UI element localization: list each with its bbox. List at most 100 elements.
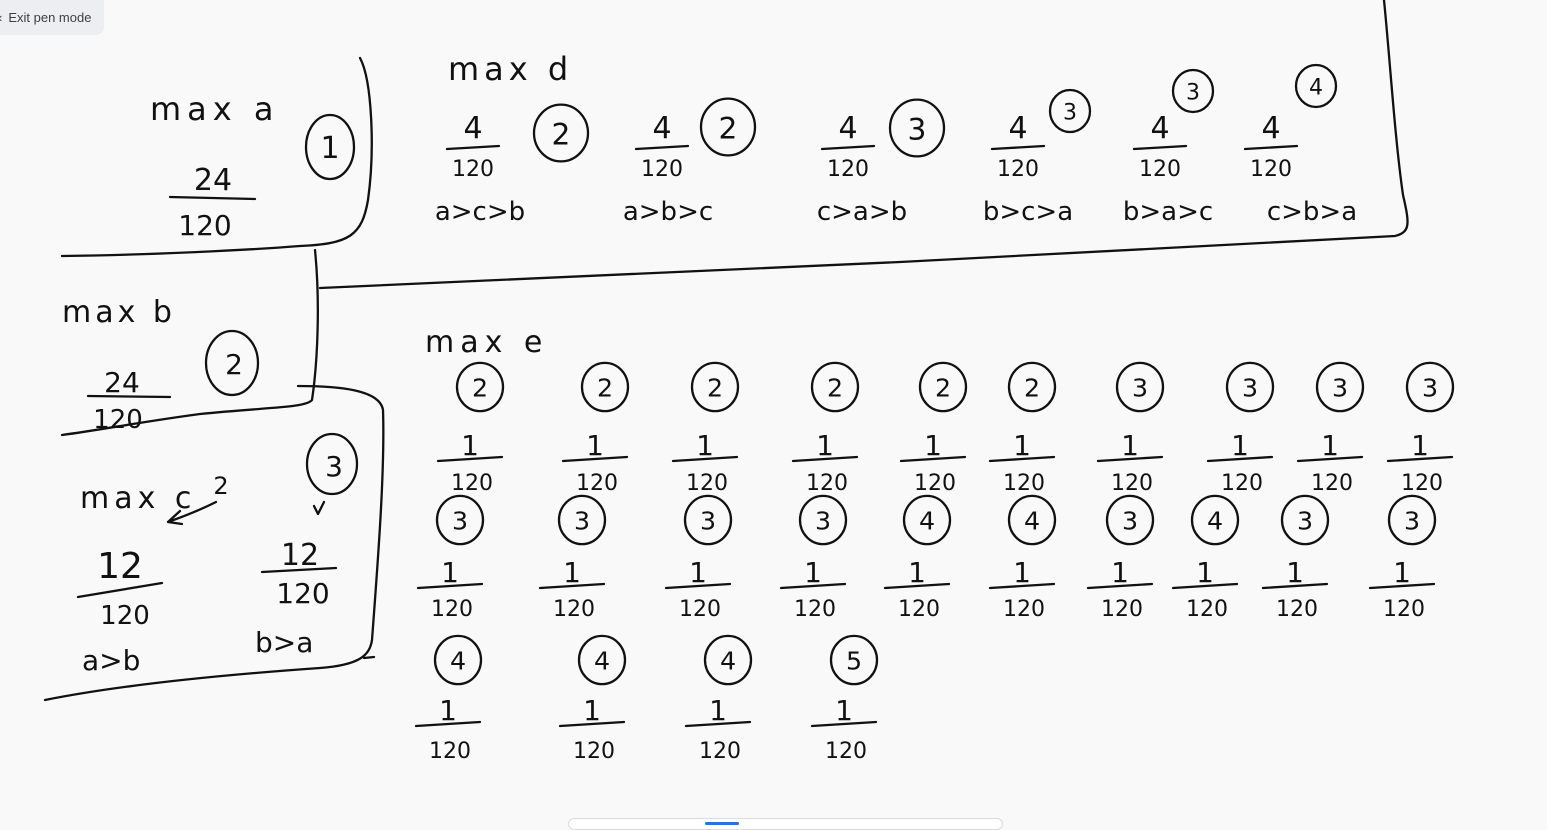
border-a [60,56,373,258]
section-c-heading: max c [80,481,196,516]
section-max-c: max c 2 3 12 120 a>b 12 120 b>a [76,432,359,677]
badge-number: 2 [935,374,951,403]
fraction-bar [260,566,338,574]
badge-circle [1171,68,1215,114]
section-c-numerator-2: 12 [281,538,319,573]
badge-number: 3 [908,112,927,147]
fraction-numerator: 1 [835,694,853,727]
section-d-heading: max d [448,50,573,88]
badge-circle [703,634,753,686]
badge-circle [1315,361,1365,413]
fraction-numerator: 1 [563,556,581,589]
fraction-bar [1386,455,1454,463]
badge-number: 3 [1297,507,1313,536]
fraction-numerator: 1 [816,429,834,462]
badge-number: 4 [720,647,736,676]
fraction-numerator: 1 [1111,556,1129,589]
fraction-denominator: 120 [825,739,867,764]
fraction-denominator: 120 [1186,597,1228,622]
badge-circle [557,494,607,546]
fraction-numerator: 1 [1321,429,1339,462]
fraction-bar [883,582,951,590]
badge-number: 3 [574,507,590,536]
exit-pen-mode-button[interactable]: ‹ Exit pen mode [0,0,104,35]
bottom-toolbar[interactable] [568,818,1003,830]
fraction-bar [414,720,482,728]
badge-circle [204,329,260,397]
fraction-bar [990,144,1046,151]
fraction-denominator: 120 [553,597,595,622]
badge-circle [1115,361,1165,413]
fraction-numerator: 1 [461,429,479,462]
fraction-denominator: 120 [997,157,1039,182]
fraction-numerator: 1 [689,556,707,589]
badge-circle [1190,494,1240,546]
badge-circle [1280,494,1330,546]
fraction-bar [76,581,164,599]
badge-circle [810,361,860,413]
section-c-badge: 3 [325,450,343,483]
badge-number: 4 [594,647,610,676]
fraction-denominator: 120 [1003,597,1045,622]
arrow-icon [166,500,218,526]
section-c-order-2: b>a [255,626,313,659]
section-max-e: max e 2112021120211202112021120211203112… [414,325,1455,764]
fraction-denominator: 120 [1401,471,1443,496]
badge-number: 2 [719,111,738,146]
fraction-denominator: 120 [794,597,836,622]
badge-circle [1225,361,1275,413]
fraction-numerator: 1 [696,429,714,462]
badge-number: 2 [707,374,723,403]
fraction-bar [538,582,606,590]
fraction-numerator: 1 [804,556,822,589]
badge-number: 3 [1404,507,1420,536]
fraction-bar [899,455,967,463]
border-c-tick [362,655,376,660]
exit-pen-mode-label: Exit pen mode [8,10,92,25]
fraction-bar [561,455,629,463]
section-b-denominator: 120 [93,405,143,435]
fraction-numerator: 1 [586,429,604,462]
fraction-numerator: 4 [838,111,857,146]
section-b-heading: max b [62,295,176,330]
badge-circle [580,361,630,413]
badge-number: 2 [597,374,613,403]
badge-circle [1007,361,1057,413]
badge-circle [1105,494,1155,546]
section-e-item: 2 1 120 [899,361,968,496]
badge-circle [305,432,359,496]
fraction-numerator: 1 [924,429,942,462]
badge-circle [532,103,590,163]
badge-number: 3 [1332,374,1348,403]
section-e-heading: max e [425,325,548,360]
fraction-denominator: 120 [898,597,940,622]
badge-circle [1405,361,1455,413]
fraction-denominator: 120 [429,739,471,764]
badge-number: 3 [1122,507,1138,536]
order-label: c>a>b [817,197,907,227]
fraction-bar [416,582,484,590]
fraction-denominator: 120 [1383,597,1425,622]
section-c-numerator-1: 12 [97,546,143,587]
fraction-bar [1096,455,1164,463]
fraction-bar [791,455,859,463]
fraction-bar [445,144,501,151]
fraction-numerator: 1 [1013,556,1031,589]
fraction-bar [988,582,1056,590]
badge-circle [435,494,485,546]
badge-number: 4 [1309,75,1323,100]
fraction-denominator: 120 [914,471,956,496]
badge-circle [798,494,848,546]
fraction-denominator: 120 [679,597,721,622]
section-a-heading: max a [150,90,280,128]
